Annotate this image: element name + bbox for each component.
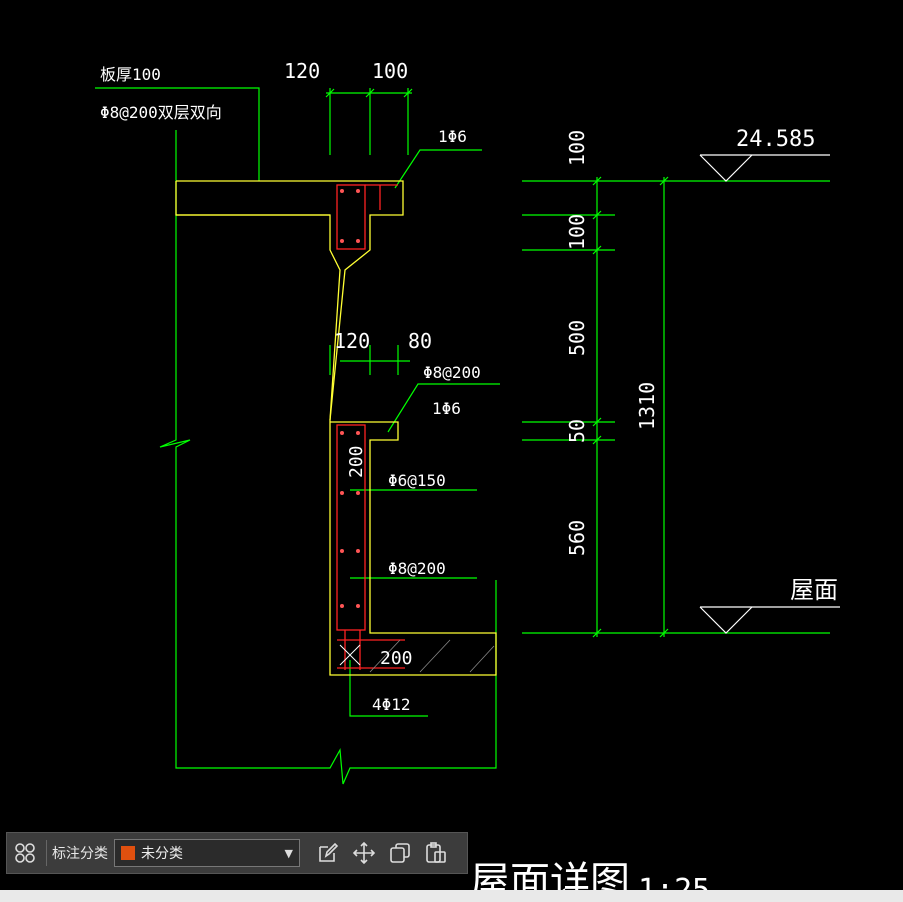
paste-icon[interactable] [421,838,451,868]
dim-120-top: 120 [284,59,320,83]
rebar-red [336,184,405,670]
chevron-down-icon: ▼ [284,846,293,860]
annotation-toolbar: 标注分类 未分类 ▼ [6,832,468,874]
elevation-top-value: 24.585 [736,127,815,152]
slab-thickness-label: 板厚100 [100,65,161,84]
category-value: 未分类 [141,846,183,862]
hatch [369,639,495,673]
concrete-outline [175,180,497,676]
dim-80-mid: 80 [408,329,432,353]
grid-icon[interactable] [10,838,40,868]
copy-icon[interactable] [385,838,415,868]
dim-v-500: 500 [565,320,589,356]
status-strip [0,890,903,902]
dim-ticks [325,88,669,638]
slab-rebar-label: Φ8@200双层双向 [100,103,222,122]
dim-v-1310: 1310 [635,382,659,430]
dim-200-base: 200 [380,648,413,669]
dim-v-560: 560 [565,520,589,556]
rebar-phi8-200-low: Φ8@200 [388,559,446,578]
rebar-1phi6-top: 1Φ6 [438,127,467,146]
rebar-1phi6-mid: 1Φ6 [432,399,461,418]
dim-v-100a: 100 [565,130,589,166]
rebar-4phi12: 4Φ12 [372,695,411,714]
dim-v-100b: 100 [565,214,589,250]
category-label: 标注分类 [52,846,108,862]
rebar-phi6-150: Φ6@150 [388,471,446,490]
edit-icon[interactable] [313,838,343,868]
elevation-symbols [699,154,840,634]
dim-100-top: 100 [372,59,408,83]
roof-label: 屋面 [790,576,838,604]
dim-120-mid: 120 [334,329,370,353]
boundary-lines [95,87,830,785]
cross-mark [339,644,361,666]
category-select[interactable]: 未分类 ▼ [114,839,300,867]
rebar-dots [340,189,360,608]
move-icon[interactable] [349,838,379,868]
category-color-swatch [121,846,135,860]
rebar-phi8-200-mid: Φ8@200 [423,363,481,382]
dim-200-vertical: 200 [346,445,367,478]
divider [46,840,47,866]
dim-v-50: 50 [565,419,589,443]
